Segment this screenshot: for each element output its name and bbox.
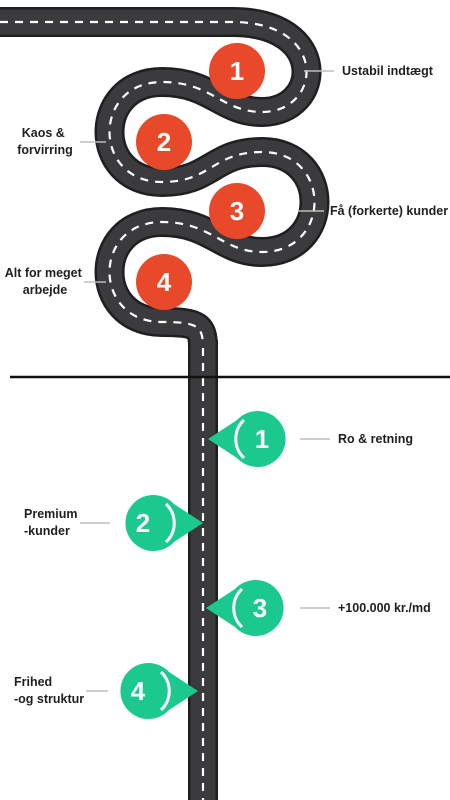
solution-number-3: 3 (253, 593, 267, 623)
problem-badge-2 (136, 114, 192, 170)
problem-label-2-line-2: forvirring (17, 143, 73, 157)
problem-badge-3 (209, 183, 265, 239)
solution-pin-1 (208, 411, 286, 467)
winding-road (0, 7, 330, 349)
solution-pin-4-notch (159, 670, 171, 712)
solution-number-2: 2 (136, 508, 150, 538)
problem-marker-1: 1 Ustabil indtægt (209, 43, 434, 99)
solution-pin-1-notch (234, 418, 246, 460)
solution-label-1: Ro & retning (338, 432, 413, 446)
solution-label-3-line-1: +100.000 kr./md (338, 601, 431, 615)
problem-label-4-line-1: Alt for meget (5, 266, 83, 280)
solution-marker-1: 1 Ro & retning (208, 411, 413, 467)
problem-number-1: 1 (230, 56, 244, 86)
solution-pin-2 (125, 495, 203, 551)
problem-label-2: Kaos & forvirring (17, 126, 73, 157)
solution-label-2-line-2: -kunder (24, 524, 70, 538)
solution-label-2: Premium -kunder (24, 507, 81, 538)
solution-label-3: +100.000 kr./md (338, 601, 431, 615)
solution-label-2-line-1: Premium (24, 507, 78, 521)
solution-pin-3-notch (232, 587, 244, 629)
solution-marker-2: 2 Premium -kunder (24, 495, 203, 551)
solution-marker-4: 4 Frihed -og struktur (14, 663, 198, 719)
solution-label-4-line-2: -og struktur (14, 692, 84, 706)
problem-label-1: Ustabil indtægt (342, 64, 434, 78)
problem-label-4: Alt for meget arbejde (5, 266, 86, 297)
solution-pin-4 (120, 663, 198, 719)
solution-pin-3 (206, 579, 284, 636)
solution-number-1: 1 (255, 424, 269, 454)
problem-badge-1 (209, 43, 265, 99)
problem-marker-2: 2 Kaos & forvirring (17, 114, 192, 170)
problem-number-3: 3 (230, 196, 244, 226)
winding-road-lane-marking (0, 20, 316, 349)
solution-label-4: Frihed -og struktur (14, 675, 84, 706)
solution-pin-2-notch (164, 502, 176, 544)
problem-label-3-line-1: Få (forkerte) kunder (330, 204, 448, 218)
problem-label-1-line-1: Ustabil indtægt (342, 64, 434, 78)
solution-marker-3: 3 +100.000 kr./md (206, 579, 431, 636)
solution-number-4: 4 (131, 676, 146, 706)
problem-marker-4: 4 Alt for meget arbejde (5, 254, 192, 310)
solution-label-4-line-1: Frihed (14, 675, 52, 689)
problem-label-3: Få (forkerte) kunder (330, 204, 448, 218)
problem-badge-4 (136, 254, 192, 310)
problem-number-4: 4 (157, 267, 172, 297)
problem-number-2: 2 (157, 127, 171, 157)
solution-label-1-line-1: Ro & retning (338, 432, 413, 446)
problem-marker-3: 3 Få (forkerte) kunder (209, 183, 448, 239)
problem-label-4-line-2: arbejde (23, 283, 68, 297)
problem-label-2-line-1: Kaos & (22, 126, 65, 140)
